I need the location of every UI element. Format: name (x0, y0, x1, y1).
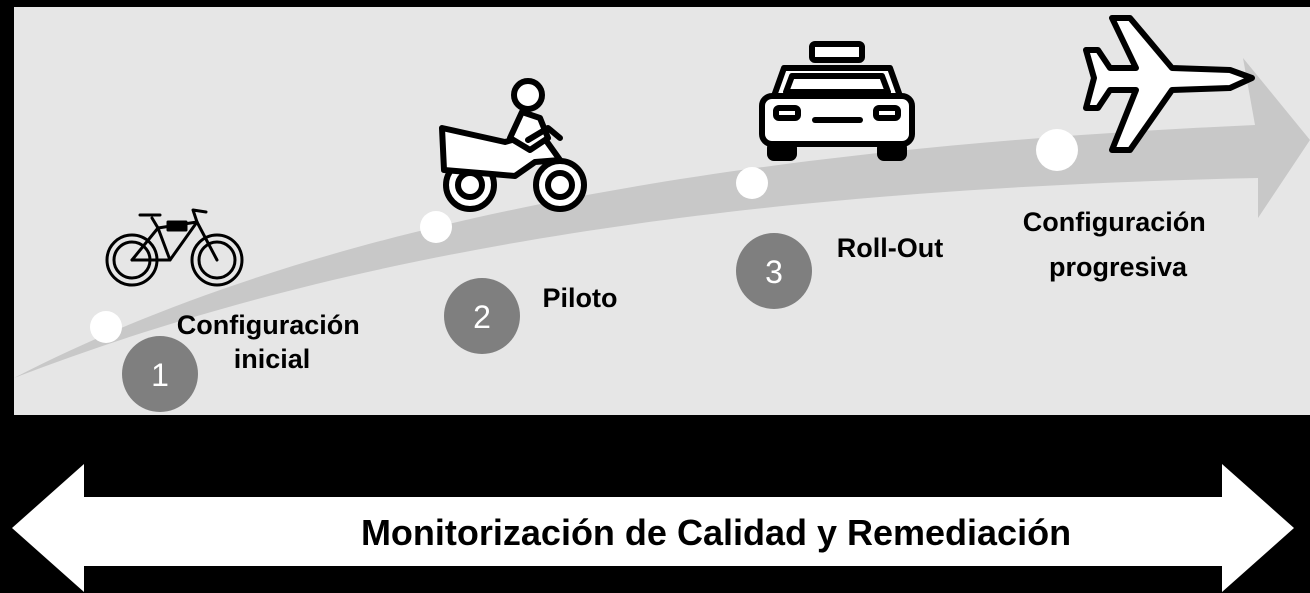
step-label-1-line-1: Configuración (177, 310, 360, 340)
milestone-dot-3 (736, 167, 768, 199)
growth-arrow (14, 58, 1310, 378)
step-badge-1: 1 (122, 336, 198, 412)
airplane-icon (1083, 15, 1255, 153)
step-label-4-line-1: Configuración (1023, 207, 1206, 237)
step-label-2: Piloto (543, 283, 618, 313)
step-number-3: 3 (765, 254, 783, 290)
step-label-4: Configuración progresiva (1023, 207, 1214, 282)
milestone-dot-1 (90, 311, 122, 343)
step-badge-3: 3 (736, 233, 812, 309)
step-number-2: 2 (473, 299, 491, 335)
milestone-dot-4 (1036, 129, 1078, 171)
milestone-dot-2 (420, 211, 452, 243)
step-badge-2: 2 (444, 278, 520, 354)
motorcycle-icon (439, 78, 587, 212)
bicycle-icon (105, 208, 244, 287)
step-label-3: Roll-Out (837, 233, 943, 263)
taxi-icon (759, 41, 915, 161)
step-label-1: Configuración inicial (177, 310, 368, 374)
step-number-1: 1 (151, 357, 169, 393)
step-label-1-line-2: inicial (234, 344, 311, 374)
monitoring-banner-text: Monitorización de Calidad y Remediación (361, 512, 1071, 553)
monitoring-banner (12, 464, 1294, 592)
step-label-4-line-2: progresiva (1049, 252, 1188, 282)
